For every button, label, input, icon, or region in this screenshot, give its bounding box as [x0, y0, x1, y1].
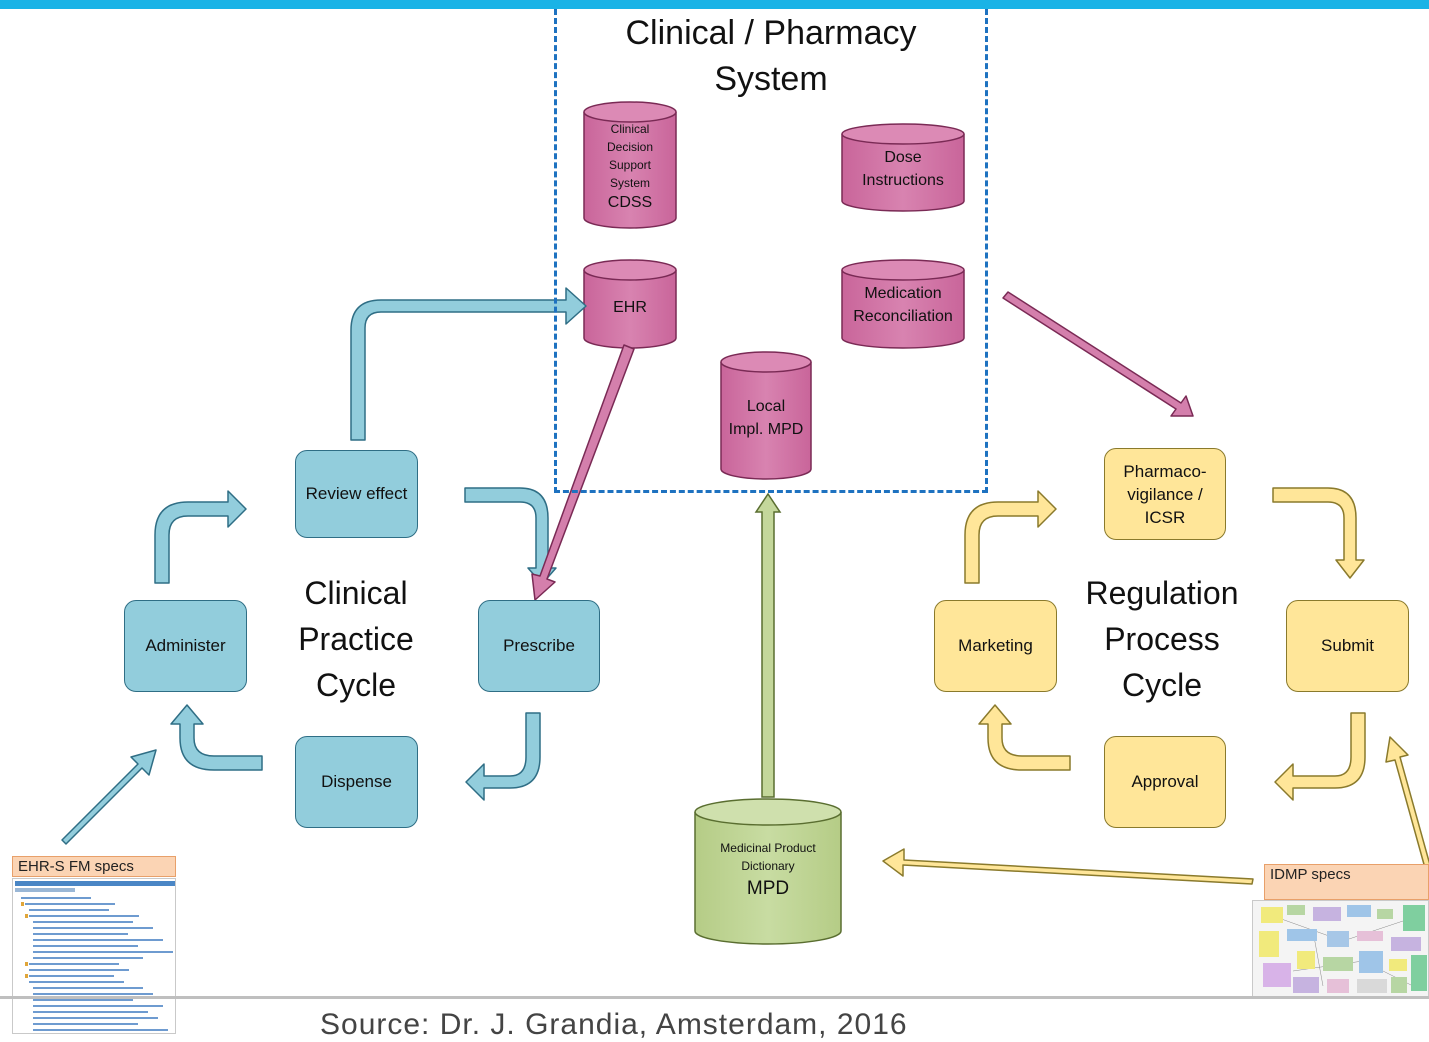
administer-text: Administer: [145, 636, 226, 655]
dose-instructions-database: [841, 123, 965, 212]
clinical-cycle-line: Cycle: [315, 667, 396, 703]
cdss-line: Decision: [606, 140, 654, 154]
arrow-marketing-to-pharmaco: [964, 490, 1057, 584]
cdss-database: [583, 101, 677, 229]
medrec-label: Medication Reconciliation: [842, 280, 964, 330]
clinical-cycle-label: Clinical Practice Cycle: [266, 570, 446, 708]
prescribe-text: Prescribe: [503, 636, 575, 655]
regulation-cycle-line: Process: [1104, 621, 1220, 657]
cdss-line: Clinical: [610, 122, 650, 136]
arrow-submit-to-approval: [1274, 712, 1366, 801]
pharmacovigilance-box: Pharmaco- vigilance / ICSR: [1104, 448, 1226, 540]
system-title: Clinical / Pharmacy System: [556, 10, 986, 102]
pharmaco-line: Pharmaco-: [1123, 461, 1207, 481]
dose-line: Dose: [884, 149, 922, 166]
top-accent-bar: [0, 0, 1429, 9]
ehr-spec-title: EHR-S FM specs: [12, 856, 176, 877]
arrow-idmp-to-mpd: [882, 848, 1254, 885]
arrow-approval-to-marketing: [978, 704, 1071, 771]
arrow-ehr-to-prescribe: [531, 344, 635, 601]
regulation-cycle-line: Cycle: [1121, 667, 1202, 703]
arrow-administer-to-review: [154, 490, 247, 584]
idmp-spec-title: IDMP specs: [1264, 864, 1429, 900]
mpd-database: [694, 798, 842, 945]
medrec-line: Medication: [864, 285, 942, 302]
medication-reconciliation-database: [841, 259, 965, 349]
marketing-text: Marketing: [958, 636, 1033, 655]
arrow-idmp-to-submit: [1385, 736, 1429, 869]
ehr-text: EHR: [613, 299, 647, 316]
arrow-ehrspec-to-administer: [61, 749, 157, 845]
pharmaco-line: vigilance /: [1127, 484, 1203, 504]
review-effect-box: Review effect: [295, 450, 418, 538]
arrow-review-to-ehr: [350, 287, 587, 441]
cdss-abbr: CDSS: [607, 194, 653, 211]
system-title-line2: System: [714, 60, 828, 98]
medrec-line: Reconciliation: [853, 308, 953, 325]
arrow-mpd-to-local-mpd: [754, 492, 782, 798]
review-effect-text: Review effect: [305, 484, 408, 503]
local-mpd-line: Impl. MPD: [728, 421, 804, 438]
local-mpd-label: Local Impl. MPD: [721, 393, 811, 443]
source-citation: Source: Dr. J. Grandia, Amsterdam, 2016: [320, 1008, 908, 1041]
dose-label: Dose Instructions: [842, 144, 964, 194]
approval-text: Approval: [1131, 772, 1199, 791]
dispense-box: Dispense: [295, 736, 418, 828]
pharmaco-line: ICSR: [1144, 507, 1186, 527]
ehr-label: EHR: [584, 288, 676, 328]
dose-line: Instructions: [862, 172, 944, 189]
regulation-cycle-label: Regulation Process Cycle: [1062, 570, 1262, 708]
clinical-cycle-line: Clinical: [304, 575, 408, 611]
system-title-line1: Clinical / Pharmacy: [625, 14, 917, 52]
regulation-cycle-line: Regulation: [1085, 575, 1239, 611]
prescribe-box: Prescribe: [478, 600, 600, 692]
local-mpd-database: [720, 351, 812, 480]
mpd-line: Medicinal Product: [720, 841, 816, 855]
dispense-text: Dispense: [321, 772, 392, 791]
cdss-label: Clinical Decision Support System CDSS: [584, 120, 676, 214]
submit-text: Submit: [1321, 636, 1374, 655]
ehr-spec-thumbnail: EHR-S FM specs: [12, 856, 176, 1034]
idmp-spec-model-image: [1252, 900, 1429, 999]
mpd-abbr: MPD: [746, 878, 790, 899]
idmp-spec-thumbnail: IDMP specs: [1252, 864, 1429, 999]
local-mpd-line: Local: [746, 398, 786, 415]
clinical-cycle-line: Practice: [298, 621, 414, 657]
arrow-dispense-to-administer: [170, 704, 263, 771]
clinical-pharmacy-system-boundary: [554, 9, 988, 493]
approval-box: Approval: [1104, 736, 1226, 828]
cdss-line: Support: [608, 158, 652, 172]
submit-box: Submit: [1286, 600, 1409, 692]
ehr-spec-tree-image: [12, 878, 176, 1034]
mpd-label: Medicinal Product Dictionary MPD: [695, 838, 841, 904]
marketing-box: Marketing: [934, 600, 1057, 692]
footer-divider: [0, 996, 1429, 999]
arrow-medrec-to-pharmaco: [1002, 291, 1194, 417]
mpd-line: Dictionary: [741, 859, 795, 873]
arrow-prescribe-to-dispense: [465, 712, 541, 801]
arrow-pharmaco-to-submit: [1272, 487, 1365, 579]
cdss-line: System: [609, 176, 650, 190]
administer-box: Administer: [124, 600, 247, 692]
